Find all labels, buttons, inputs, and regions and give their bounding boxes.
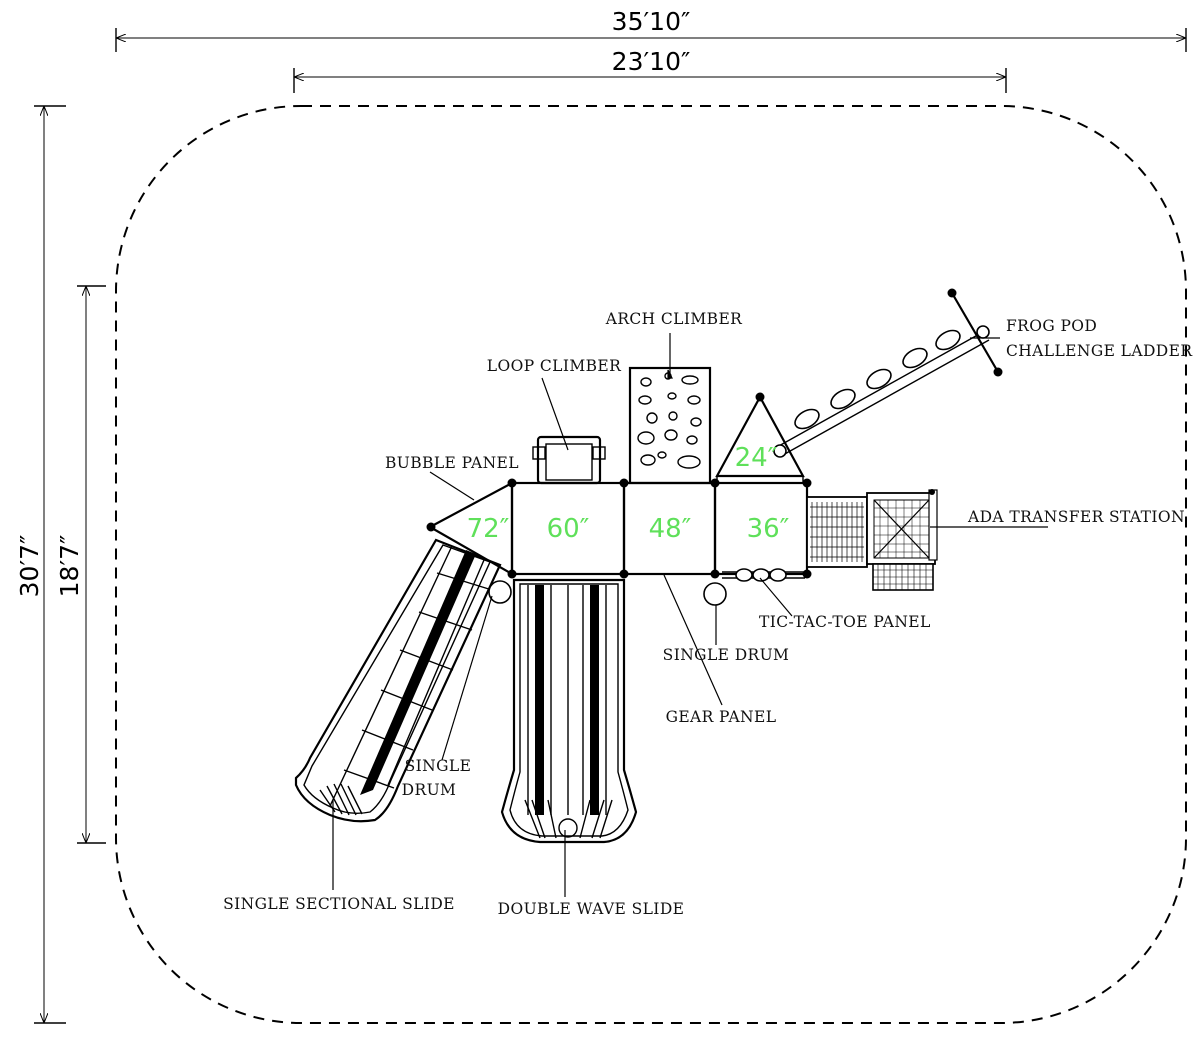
label-frog-pod: FROG POD <box>1006 317 1097 335</box>
use-zone-boundary <box>115 105 1187 1024</box>
frog-pod-challenge-ladder <box>773 288 1003 458</box>
overall-depth-label: 30′7″ <box>15 535 44 598</box>
dimension-structure-depth: 18′7″ <box>55 285 106 844</box>
label-ada-transfer-station: ADA TRANSFER STATION <box>967 508 1185 526</box>
loop-climber <box>532 435 606 485</box>
deck-row <box>427 394 809 576</box>
label-tic-tac-toe-panel: TIC-TAC-TOE PANEL <box>759 613 931 631</box>
label-challenge-ladder: CHALLENGE LADDER <box>1006 342 1193 360</box>
label-single-sectional-slide: SINGLE SECTIONAL SLIDE <box>223 895 455 913</box>
callout-leaders <box>332 333 1048 897</box>
label-double-wave-slide: DOUBLE WAVE SLIDE <box>498 900 685 918</box>
label-bubble-panel: BUBBLE PANEL <box>385 454 519 472</box>
dimension-structure-width: 23′10″ <box>293 47 1007 93</box>
label-single-drum-right: SINGLE DRUM <box>663 646 790 664</box>
label-gear-panel: GEAR PANEL <box>666 708 777 726</box>
structure-width-label: 23′10″ <box>612 47 691 76</box>
deck-36-height: 36″ <box>747 514 790 544</box>
deck-60-height: 60″ <box>547 514 590 544</box>
deck-24 <box>715 394 805 478</box>
double-wave-slide <box>500 578 638 844</box>
arch-climber <box>628 366 712 485</box>
support-posts <box>426 392 812 579</box>
dimension-overall-depth: 30′7″ <box>15 105 66 1024</box>
single-drum-right <box>703 582 727 606</box>
structure-depth-label: 18′7″ <box>55 535 84 598</box>
deck-24-height: 24″ <box>735 443 778 473</box>
deck-48-height: 48″ <box>649 514 692 544</box>
overall-width-label: 35′10″ <box>612 7 691 36</box>
label-arch-climber: ARCH CLIMBER <box>605 310 743 328</box>
label-single-drum-left-line1: SINGLE <box>405 757 472 775</box>
label-single-drum-left-line2: DRUM <box>402 781 457 799</box>
label-loop-climber: LOOP CLIMBER <box>487 357 622 375</box>
deck-72-height: 72″ <box>467 514 510 544</box>
ada-transfer-station <box>806 489 938 591</box>
single-sectional-slide <box>294 538 502 823</box>
single-drum-left <box>488 580 512 604</box>
tic-tac-toe-panel <box>722 568 805 582</box>
dimension-overall-width: 35′10″ <box>115 7 1187 52</box>
